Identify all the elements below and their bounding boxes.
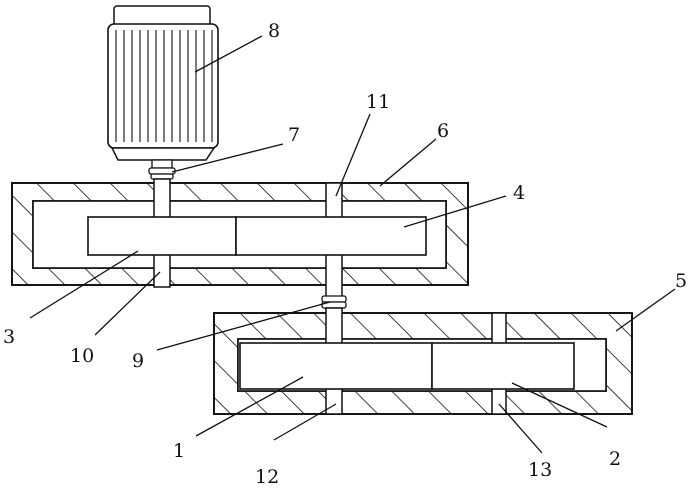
- upper-coupling: [149, 168, 175, 179]
- label-9: 9: [132, 350, 144, 372]
- label-1: 1: [173, 440, 185, 462]
- label-7: 7: [288, 124, 300, 146]
- motor-top-cap: [114, 6, 210, 26]
- motor: [108, 6, 218, 168]
- lower-coupling: [322, 296, 346, 308]
- lower-gears: [240, 343, 574, 389]
- leader-5: [616, 289, 675, 331]
- upper-gear-left: [88, 217, 236, 255]
- upper-gear-right: [236, 217, 426, 255]
- label-6: 6: [437, 120, 449, 142]
- upper-gears: [88, 217, 426, 255]
- leader-6: [380, 139, 436, 186]
- label-2: 2: [609, 448, 621, 470]
- label-10: 10: [70, 345, 94, 367]
- motor-flange: [112, 148, 214, 160]
- label-8: 8: [268, 20, 280, 42]
- motor-shaft-stub: [152, 160, 172, 168]
- label-3: 3: [3, 326, 15, 348]
- lower-gear-right: [432, 343, 574, 389]
- label-13: 13: [528, 459, 552, 481]
- label-12: 12: [255, 466, 279, 488]
- label-11: 11: [366, 91, 390, 113]
- label-4: 4: [513, 182, 525, 204]
- lower-gear-left: [240, 343, 432, 389]
- label-5: 5: [675, 270, 687, 292]
